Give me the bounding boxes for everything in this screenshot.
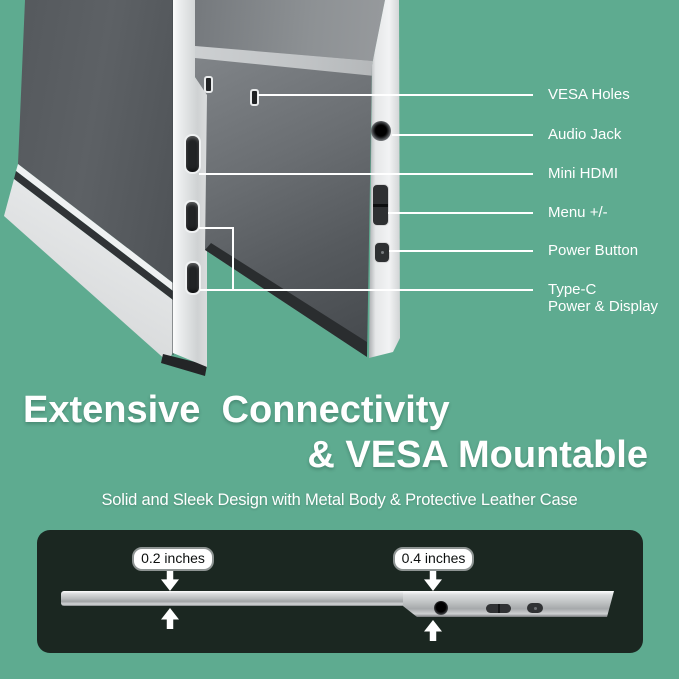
arrow-up-icon (161, 608, 179, 629)
mini-hdmi-port-icon (184, 134, 201, 174)
audio-jack-icon (371, 121, 391, 141)
leader-line-menu (388, 212, 533, 214)
vesa-hole-icon (250, 89, 259, 106)
headline-line-1: Extensive Connectivity (23, 389, 450, 431)
callout-label-mini-hdmi: Mini HDMI (548, 165, 618, 182)
arrow-up-icon (424, 620, 442, 641)
callout-label-menu: Menu +/- (548, 204, 608, 221)
measurement-label-04: 0.4 inches (393, 547, 474, 571)
measurement-label-02: 0.2 inches (132, 547, 214, 571)
profile-menu-rocker-icon (486, 604, 511, 613)
leader-line-typec (200, 289, 533, 291)
vesa-hole-icon (204, 76, 213, 93)
arrow-down-icon (424, 571, 442, 591)
callout-label-vesa-holes: VESA Holes (548, 86, 630, 103)
kickstand-back-cover (195, 0, 385, 357)
leader-line-typec-vertical (232, 227, 234, 291)
callout-label-typec: Type-C Power & Display (548, 281, 658, 315)
menu-rocker-icon (372, 184, 389, 226)
profile-screen-edge (61, 591, 404, 606)
subtitle: Solid and Sleek Design with Metal Body &… (101, 491, 578, 509)
leader-line-vesa (258, 94, 533, 96)
leader-line-power (389, 250, 533, 252)
leader-line-audio (392, 134, 533, 136)
control-side-edge (369, 0, 400, 358)
callout-label-typec-subtitle: Power & Display (548, 298, 659, 315)
type-c-port-icon (185, 261, 201, 295)
profile-audio-jack-icon (434, 601, 448, 615)
type-c-port-icon (184, 200, 200, 233)
callout-label-typec-title: Type-C (548, 281, 597, 298)
leader-line-hdmi (199, 173, 533, 175)
profile-power-button-icon (527, 603, 543, 613)
thickness-profile-panel: 0.2 inches 0.4 inches (37, 530, 643, 653)
headline-line-2: & VESA Mountable (307, 434, 648, 476)
power-button-icon (374, 242, 390, 263)
callout-label-power: Power Button (548, 242, 639, 259)
arrow-down-icon (161, 571, 179, 591)
callout-label-audio-jack: Audio Jack (548, 126, 622, 143)
leader-line-typec-branch (199, 227, 234, 229)
